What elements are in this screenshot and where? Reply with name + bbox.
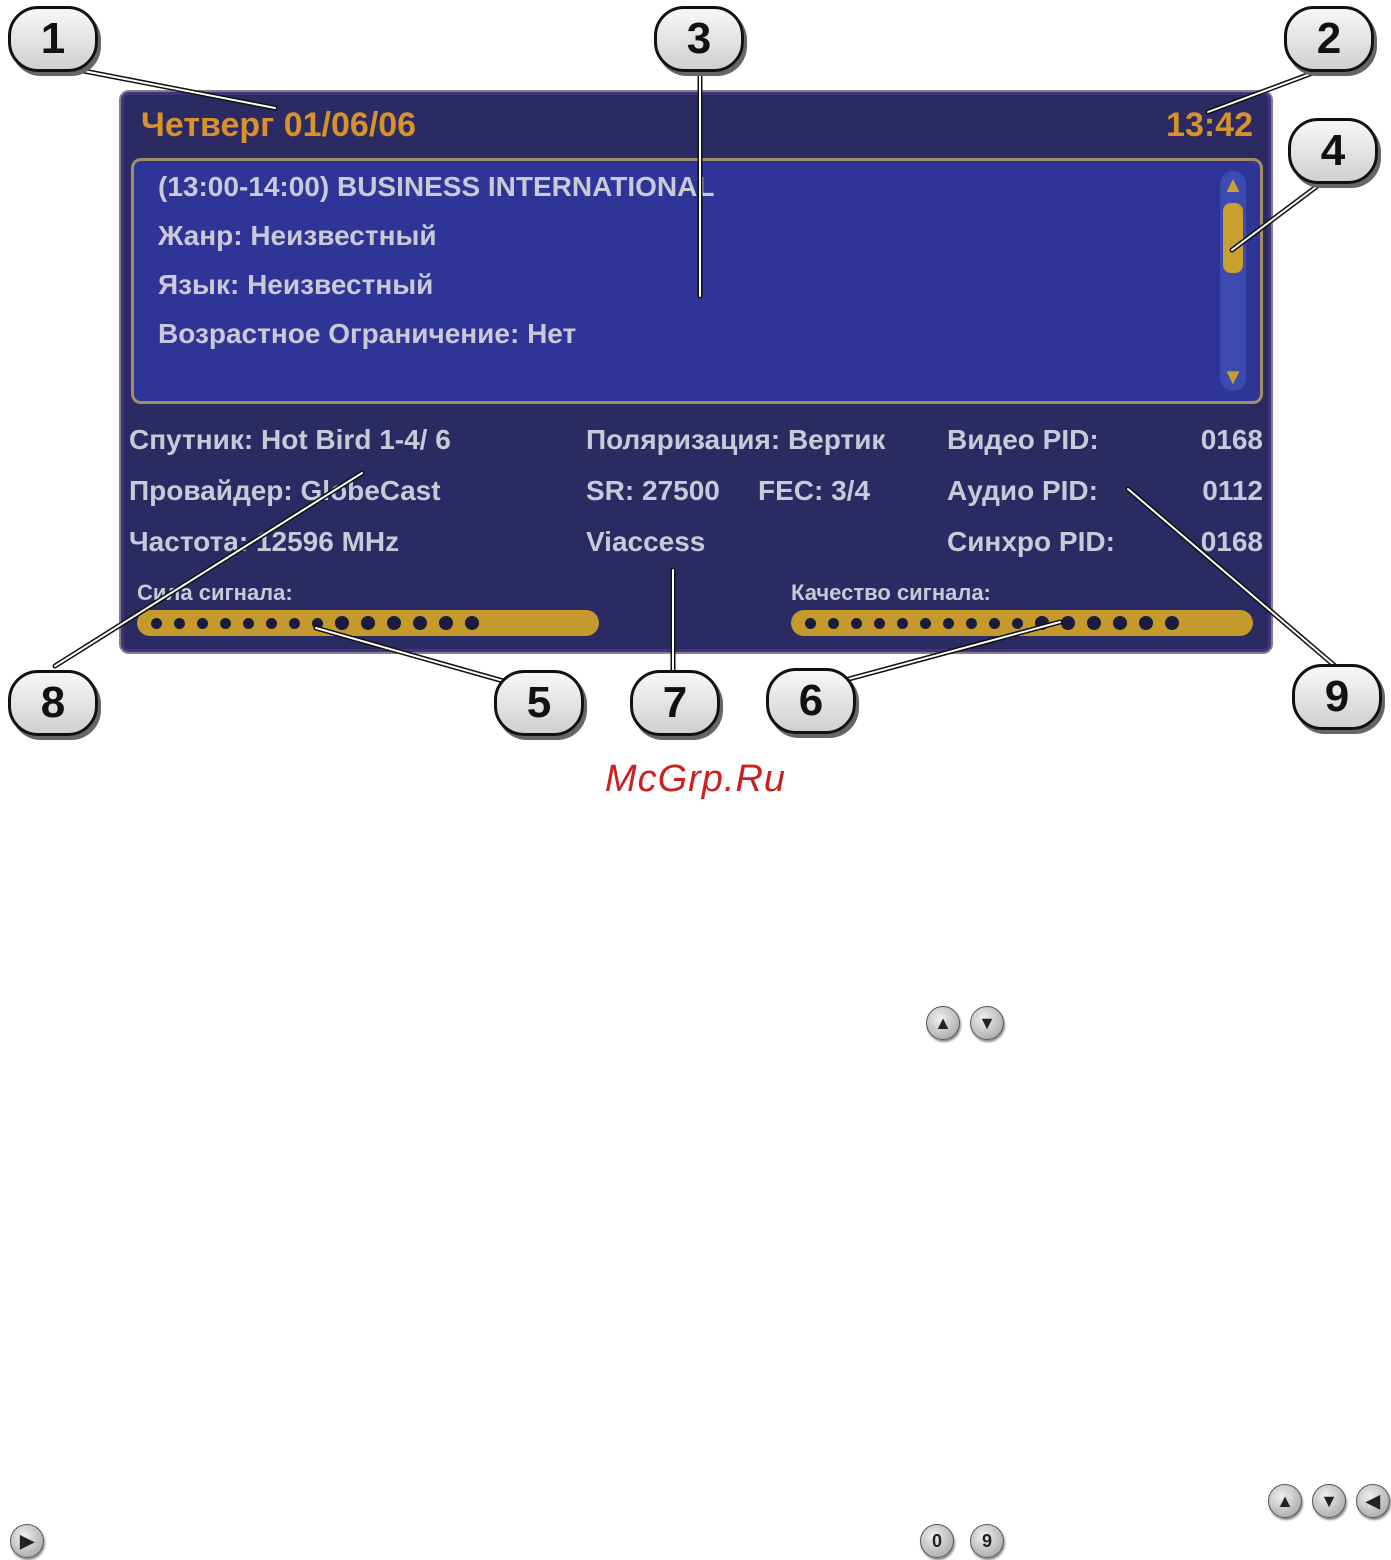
- up-arrow-icon: ▲: [1268, 1484, 1302, 1518]
- left-arrow-icon: ◀: [1356, 1484, 1390, 1518]
- callout-5: 5: [494, 670, 584, 736]
- sync-pid-label: Синхро PID:: [947, 526, 1115, 557]
- scroll-down-icon[interactable]: ▼: [1222, 364, 1244, 389]
- frequency-info: Частота: 12596 MHz: [129, 526, 400, 557]
- video-pid-label: Видео PID:: [947, 424, 1099, 455]
- callout-1: 1: [8, 6, 98, 72]
- audio-pid-label: Аудио PID:: [947, 475, 1098, 506]
- signal-quality-bar: [791, 610, 1253, 636]
- signal-strength-label: Сила сигнала:: [137, 580, 293, 605]
- info-scrollbar[interactable]: ▲ ▼: [1220, 171, 1246, 391]
- symbol-rate-info: SR: 27500: [586, 475, 720, 506]
- polarization-info: Поляризация: Вертик: [586, 424, 886, 455]
- signal-dot: [151, 617, 162, 629]
- signal-dot: [197, 617, 208, 629]
- watermark-text: McGrp.Ru: [604, 758, 787, 800]
- program-genre: Жанр: Неизвестный: [158, 220, 437, 251]
- signal-dot: [989, 617, 1000, 629]
- fec-info: FEC: 3/4: [758, 475, 871, 506]
- callout-9: 9: [1292, 664, 1382, 730]
- encryption-info: Viaccess: [586, 526, 706, 557]
- signal-dot: [289, 617, 300, 629]
- signal-dot: [465, 616, 479, 630]
- header-time: 13:42: [1166, 106, 1253, 144]
- signal-dot: [312, 617, 323, 629]
- signal-dot: [387, 616, 401, 630]
- digit-9-icon: 9: [970, 1524, 1004, 1558]
- signal-dot: [828, 617, 839, 629]
- signal-quality-dots: [805, 610, 1179, 636]
- digit-0-icon: 0: [920, 1524, 954, 1558]
- program-language: Язык: Неизвестный: [158, 269, 434, 300]
- callout-8: 8: [8, 670, 98, 736]
- signal-dot: [174, 617, 185, 629]
- signal-dot: [851, 617, 862, 629]
- signal-quality-label: Качество сигнала:: [791, 580, 991, 605]
- signal-dot: [1113, 616, 1127, 630]
- signal-dot: [1165, 616, 1179, 630]
- signal-strength-bar: [137, 610, 599, 636]
- signal-dot: [943, 617, 954, 629]
- signal-dot: [1035, 616, 1049, 630]
- program-age-rating: Возрастное Ограничение: Нет: [158, 318, 577, 349]
- info-osd-panel: Четверг 01/06/06 13:42 (13:00-14:00) BUS…: [119, 90, 1273, 654]
- signal-dot: [966, 617, 977, 629]
- satellite-info: Спутник: Hot Bird 1-4/ 6: [129, 424, 451, 455]
- scroll-up-icon[interactable]: ▲: [1222, 172, 1244, 197]
- program-title: (13:00-14:00) BUSINESS INTERNATIONAL: [158, 171, 715, 202]
- program-info-box[interactable]: (13:00-14:00) BUSINESS INTERNATIONAL Жан…: [131, 158, 1263, 404]
- signal-dot: [897, 617, 908, 629]
- signal-dot: [361, 616, 375, 630]
- callout-6: 6: [766, 668, 856, 734]
- signal-dot: [805, 617, 816, 629]
- provider-info: Провайдер: GlobeCast: [129, 475, 441, 506]
- signal-dot: [1012, 617, 1023, 629]
- signal-dot: [335, 616, 349, 630]
- signal-dot: [439, 616, 453, 630]
- header-date: Четверг 01/06/06: [141, 106, 417, 144]
- scrollbar-thumb[interactable]: [1223, 203, 1243, 273]
- signal-strength-dots: [151, 610, 479, 636]
- signal-dot: [413, 616, 427, 630]
- down-arrow-icon: ▼: [970, 1006, 1004, 1040]
- sync-pid-value: 0168: [1200, 526, 1263, 557]
- audio-pid-value: 0112: [1202, 475, 1263, 506]
- signal-dot: [920, 617, 931, 629]
- signal-dot: [1061, 616, 1075, 630]
- signal-dot: [220, 617, 231, 629]
- signal-dot: [1139, 616, 1153, 630]
- signal-dot: [266, 617, 277, 629]
- signal-dot: [874, 617, 885, 629]
- right-arrow-icon: ▶: [10, 1524, 44, 1558]
- signal-dot: [243, 617, 254, 629]
- callout-3: 3: [654, 6, 744, 72]
- up-arrow-icon: ▲: [926, 1006, 960, 1040]
- callout-7: 7: [630, 670, 720, 736]
- callout-4: 4: [1288, 118, 1378, 184]
- video-pid-value: 0168: [1200, 424, 1263, 455]
- callout-2: 2: [1284, 6, 1374, 72]
- down-arrow-icon: ▼: [1312, 1484, 1346, 1518]
- signal-dot: [1087, 616, 1101, 630]
